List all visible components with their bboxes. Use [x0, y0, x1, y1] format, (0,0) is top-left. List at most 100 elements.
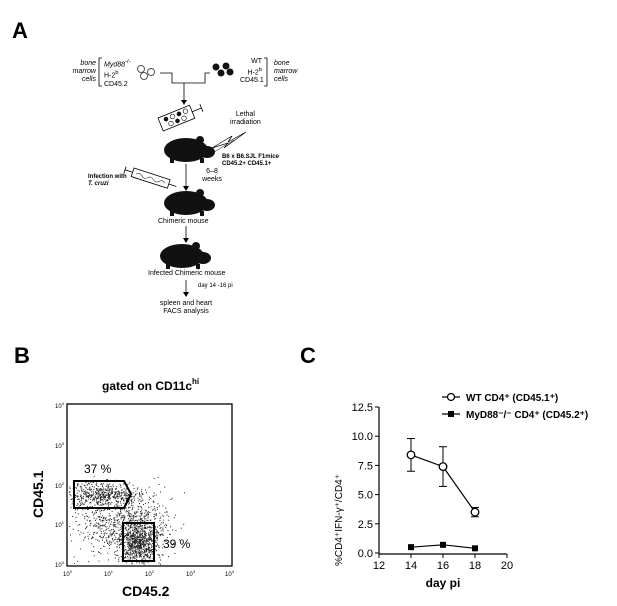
- facs-event: [134, 540, 135, 542]
- facs-event: [159, 563, 161, 565]
- facs-event: [126, 535, 128, 537]
- facs-event: [84, 491, 86, 493]
- facs-event: [143, 543, 145, 545]
- facs-event: [127, 515, 129, 517]
- facs-event: [123, 514, 125, 516]
- facs-event: [122, 521, 124, 523]
- facs-event: [96, 498, 97, 500]
- facs-event: [102, 518, 104, 520]
- facs-event: [102, 500, 104, 502]
- facs-event: [161, 554, 163, 556]
- facs-event: [125, 488, 127, 490]
- facs-event: [103, 524, 105, 526]
- facs-event: [141, 525, 143, 527]
- facs-event: [162, 519, 164, 521]
- facs-event: [91, 550, 93, 552]
- day-label: day 14 -16 pi: [198, 283, 233, 289]
- facs-event: [124, 556, 126, 558]
- facs-event: [131, 520, 133, 522]
- facs-event: [120, 518, 122, 520]
- facs-event: [138, 535, 140, 537]
- facs-event: [105, 540, 107, 542]
- facs-event: [145, 541, 147, 543]
- facs-y-tick: 100: [55, 560, 65, 569]
- right-donor-label: bone marrow cells: [274, 60, 297, 84]
- facs-event: [137, 536, 138, 538]
- facs-event: [139, 536, 141, 538]
- facs-event: [105, 519, 107, 521]
- facs-event: [112, 531, 114, 533]
- facs-event: [116, 495, 118, 497]
- facs-event: [89, 502, 91, 504]
- facs-event: [156, 537, 158, 539]
- facs-event: [125, 511, 127, 513]
- facs-event: [126, 534, 128, 536]
- facs-event: [107, 499, 109, 501]
- facs-event: [93, 517, 95, 519]
- facs-event: [128, 538, 130, 540]
- facs-event: [117, 491, 119, 493]
- facs-event: [161, 522, 163, 524]
- facs-event: [101, 536, 103, 538]
- facs-event: [103, 493, 105, 495]
- facs-event: [105, 517, 107, 519]
- facs-event: [135, 543, 136, 545]
- facs-event: [156, 538, 157, 539]
- facs-event: [119, 492, 121, 494]
- facs-event: [111, 491, 112, 493]
- facs-event: [147, 513, 149, 514]
- facs-event: [148, 552, 150, 554]
- facs-event: [118, 560, 120, 562]
- facs-event: [98, 524, 100, 525]
- facs-event: [155, 532, 157, 534]
- facs-event: [157, 508, 158, 510]
- facs-event: [148, 502, 150, 504]
- facs-event: [97, 527, 99, 529]
- facs-event: [184, 492, 185, 494]
- facs-event: [129, 535, 131, 537]
- facs-event: [81, 489, 83, 491]
- facs-event: [140, 512, 142, 514]
- facs-event: [137, 520, 138, 522]
- facs-event: [107, 487, 109, 489]
- facs-event: [134, 541, 136, 543]
- genotype-line: CD45.1: [240, 77, 264, 85]
- left-label-line: marrow: [72, 68, 96, 75]
- facs-event: [88, 487, 90, 489]
- facs-event: [82, 514, 84, 516]
- facs-event: [133, 534, 135, 536]
- facs-event: [103, 530, 105, 532]
- facs-event: [162, 530, 164, 532]
- facs-event: [107, 541, 109, 543]
- facs-event: [143, 562, 145, 564]
- facs-event: [78, 498, 80, 500]
- facs-event: [112, 485, 114, 487]
- arrowhead-icon: [183, 186, 189, 191]
- lethal-irradiation-label: Lethal irradiation: [230, 111, 261, 127]
- facs-event: [111, 502, 113, 503]
- facs-event: [140, 515, 141, 517]
- facs-event: [143, 557, 145, 559]
- facs-event: [125, 496, 127, 498]
- facs-event: [141, 551, 143, 553]
- legend-label: MyD88⁻/⁻ CD4⁺ (CD45.2⁺): [466, 410, 588, 421]
- facs-event: [108, 513, 110, 515]
- facs-event: [130, 554, 132, 556]
- facs-event: [97, 492, 99, 494]
- facs-event: [137, 545, 139, 547]
- facs-event: [149, 496, 150, 498]
- facs-event: [159, 528, 161, 530]
- facs-event: [128, 510, 130, 512]
- facs-event: [143, 521, 145, 523]
- facs-event: [148, 537, 150, 539]
- facs-event: [157, 526, 159, 528]
- facs-event: [145, 540, 147, 542]
- facs-event: [140, 543, 141, 545]
- facs-event: [110, 486, 112, 487]
- facs-event: [141, 527, 143, 529]
- facs-event: [97, 516, 99, 518]
- facs-event: [157, 553, 159, 555]
- facs-event: [151, 549, 153, 551]
- facs-event: [131, 541, 133, 543]
- facs-event: [136, 550, 138, 552]
